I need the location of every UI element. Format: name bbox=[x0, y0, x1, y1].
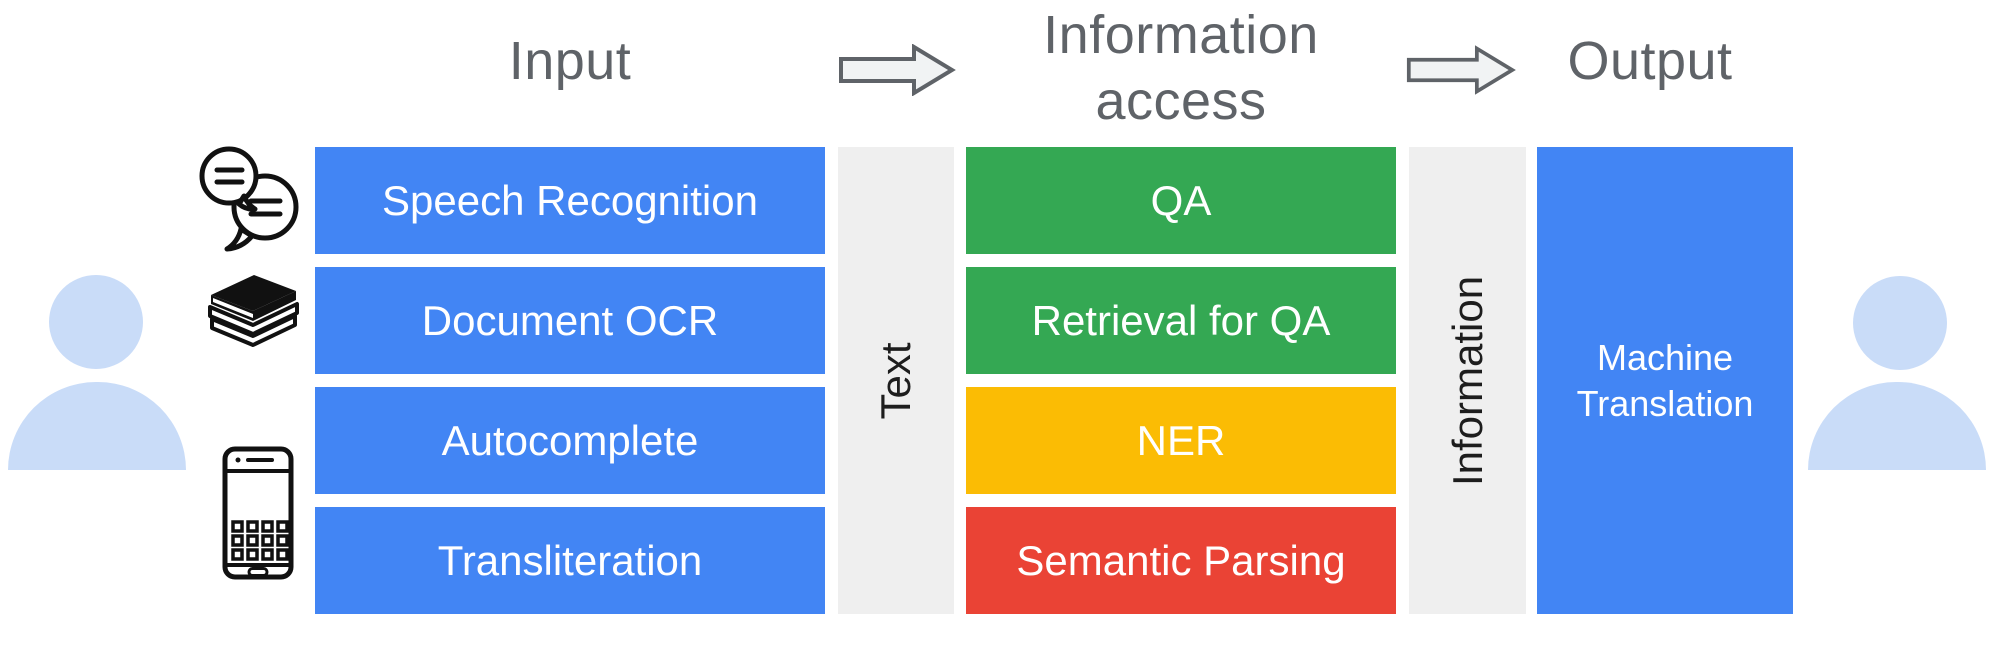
header-output: Output bbox=[1567, 31, 1733, 91]
access-task-semantic-parsing: Semantic Parsing bbox=[966, 507, 1396, 614]
person-icon bbox=[8, 382, 186, 470]
person-icon bbox=[1853, 276, 1947, 370]
header-information-access-line2: access bbox=[1095, 71, 1267, 131]
connector-text-label: Text bbox=[872, 341, 919, 420]
smartphone-icon bbox=[222, 446, 294, 580]
output-task-machine-translation: Machine Translation bbox=[1537, 147, 1793, 614]
arrow-right-icon bbox=[838, 44, 956, 96]
arrow-right-icon bbox=[1406, 44, 1516, 96]
input-task-document-ocr: Document OCR bbox=[315, 267, 825, 374]
connector-information: Information bbox=[1409, 147, 1526, 614]
book-stack-icon bbox=[203, 271, 303, 361]
header-information-access-line1: Information bbox=[1043, 5, 1319, 65]
input-task-autocomplete: Autocomplete bbox=[315, 387, 825, 494]
access-task-retrieval-for-qa: Retrieval for QA bbox=[966, 267, 1396, 374]
access-task-ner: NER bbox=[966, 387, 1396, 494]
output-task-label-line2: Translation bbox=[1576, 382, 1754, 424]
access-task-qa: QA bbox=[966, 147, 1396, 254]
speech-bubbles-icon bbox=[197, 145, 305, 255]
output-task-label-line1: Machine bbox=[1596, 336, 1734, 378]
header-input: Input bbox=[508, 31, 632, 91]
input-task-transliteration: Transliteration bbox=[315, 507, 825, 614]
connector-text: Text bbox=[838, 147, 954, 614]
person-icon bbox=[49, 275, 143, 369]
header-information-access: Information access bbox=[966, 2, 1396, 134]
input-task-speech-recognition: Speech Recognition bbox=[315, 147, 825, 254]
person-icon bbox=[1808, 382, 1986, 470]
connector-information-label: Information bbox=[1443, 275, 1491, 486]
